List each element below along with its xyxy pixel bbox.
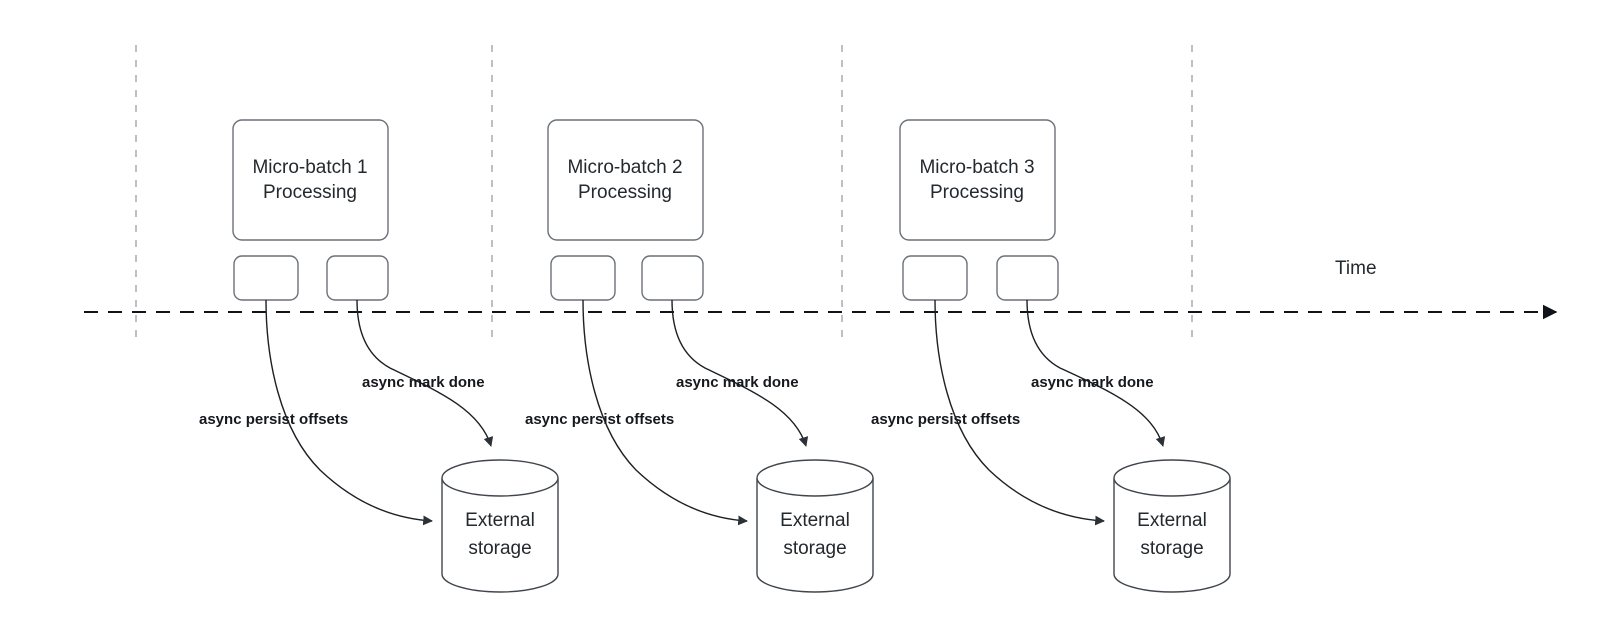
micro-batch-3-label-line1: Micro-batch 3: [919, 157, 1034, 178]
external-storage-2-body: [756, 478, 874, 593]
micro-batch-1-task-b-box[interactable]: [326, 255, 389, 301]
micro-batch-2-box[interactable]: [547, 119, 704, 241]
micro-batch-3-label-line2: Processing: [930, 182, 1024, 203]
batch-group-1: Micro-batch 1 Processing External storag…: [199, 119, 559, 593]
edge-mark-done-3-label: async mark done: [1031, 374, 1154, 391]
time-axis: Time: [84, 258, 1558, 320]
external-storage-2-top: [756, 459, 874, 497]
edge-persist-offsets-2-label: async persist offsets: [525, 411, 674, 428]
external-storage-3-label-line1: External: [1137, 510, 1207, 531]
micro-batch-3-task-b-box[interactable]: [996, 255, 1059, 301]
edge-mark-done-1-label: async mark done: [362, 374, 485, 391]
external-storage-3[interactable]: External storage: [1113, 459, 1231, 593]
edge-persist-offsets-3-label: async persist offsets: [871, 411, 1020, 428]
micro-batch-2-task-a-box[interactable]: [550, 255, 616, 301]
external-storage-1-label-line2: storage: [468, 538, 531, 559]
time-axis-label: Time: [1335, 258, 1377, 279]
edge-persist-offsets-3: [934, 299, 1105, 526]
micro-batch-3-task-a-box[interactable]: [902, 255, 968, 301]
batch-group-2: Micro-batch 2 Processing External storag…: [525, 119, 874, 593]
edge-mark-done-1: [356, 299, 494, 447]
micro-batch-1-box[interactable]: [232, 119, 389, 241]
micro-batch-2-label-line1: Micro-batch 2: [567, 157, 682, 178]
micro-batch-1-label-line1: Micro-batch 1: [252, 157, 367, 178]
external-storage-1-top: [441, 459, 559, 497]
external-storage-1-body: [441, 478, 559, 593]
micro-batch-2-task-b-box[interactable]: [641, 255, 704, 301]
micro-batch-2-label-line2: Processing: [578, 182, 672, 203]
edge-mark-done-2: [671, 299, 809, 447]
micro-batch-1-label-line2: Processing: [263, 182, 357, 203]
edge-persist-offsets-1-label: async persist offsets: [199, 411, 348, 428]
micro-batch-3-box[interactable]: [899, 119, 1056, 241]
edge-mark-done-3: [1026, 299, 1166, 447]
micro-batch-1-task-a-box[interactable]: [233, 255, 299, 301]
external-storage-3-label-line2: storage: [1140, 538, 1203, 559]
external-storage-2[interactable]: External storage: [756, 459, 874, 593]
edge-persist-offsets-2: [582, 299, 748, 526]
external-storage-2-label-line1: External: [780, 510, 850, 531]
external-storage-1-label-line1: External: [465, 510, 535, 531]
boundary-tick-lines: [135, 45, 1193, 340]
external-storage-3-top: [1113, 459, 1231, 497]
edge-persist-offsets-1: [265, 299, 433, 526]
external-storage-1[interactable]: External storage: [441, 459, 559, 593]
batch-group-3: Micro-batch 3 Processing External storag…: [871, 119, 1231, 593]
external-storage-3-body: [1113, 478, 1231, 593]
edge-mark-done-2-label: async mark done: [676, 374, 799, 391]
external-storage-2-label-line2: storage: [783, 538, 846, 559]
